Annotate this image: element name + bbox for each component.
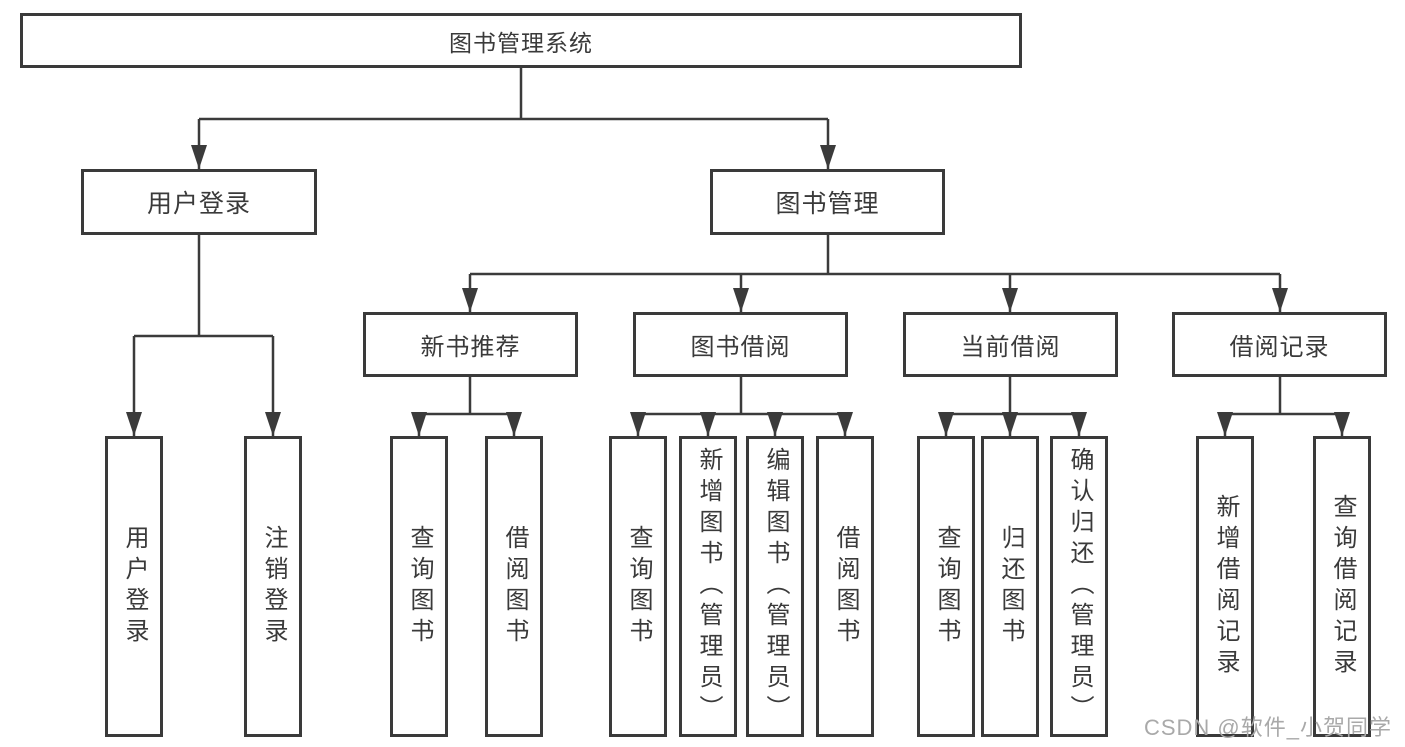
- node-label: 查询图书: [406, 524, 433, 649]
- node-book-management: 图书管理: [710, 169, 945, 235]
- node-label: 编辑图书（管理员）: [762, 447, 789, 726]
- node-search-books-1: 查询图书: [390, 436, 448, 737]
- node-search-borrow-record: 查询借阅记录: [1313, 436, 1371, 737]
- node-label: 用户登录: [146, 190, 251, 218]
- node-borrow-books-2: 借阅图书: [816, 436, 874, 737]
- node-label: 注销登录: [260, 524, 287, 649]
- node-book-borrowing: 图书借阅: [633, 312, 848, 377]
- node-logout: 注销登录: [244, 436, 302, 737]
- node-label: 图书管理: [775, 190, 880, 218]
- node-label: 借阅图书: [832, 524, 859, 649]
- node-return-books: 归还图书: [981, 436, 1039, 737]
- node-label: 图书管理系统: [449, 29, 593, 56]
- node-user-login: 用户登录: [81, 169, 317, 235]
- node-borrowing-records: 借阅记录: [1172, 312, 1387, 377]
- node-edit-books-admin: 编辑图书（管理员）: [746, 436, 804, 737]
- node-label: 确认归还（管理员）: [1066, 447, 1093, 726]
- node-borrow-books-1: 借阅图书: [485, 436, 543, 737]
- node-new-book-recommendation: 新书推荐: [363, 312, 578, 377]
- node-label: 新增图书（管理员）: [695, 447, 722, 726]
- node-add-borrow-record: 新增借阅记录: [1196, 436, 1254, 737]
- node-label: 用户登录: [121, 524, 148, 649]
- node-label: 归还图书: [997, 524, 1024, 649]
- node-label: 当前借阅: [960, 334, 1061, 361]
- node-label: 查询借阅记录: [1329, 493, 1356, 680]
- node-search-books-3: 查询图书: [917, 436, 975, 737]
- node-search-books-2: 查询图书: [609, 436, 667, 737]
- node-label: 借阅记录: [1229, 334, 1330, 361]
- node-label: 查询图书: [933, 524, 960, 649]
- node-confirm-return-admin: 确认归还（管理员）: [1050, 436, 1108, 737]
- node-label: 新增借阅记录: [1212, 493, 1239, 680]
- node-user-login-leaf: 用户登录: [105, 436, 163, 737]
- node-current-borrowing: 当前借阅: [903, 312, 1118, 377]
- node-library-management-system: 图书管理系统: [20, 13, 1022, 68]
- node-label: 查询图书: [625, 524, 652, 649]
- node-label: 图书借阅: [690, 334, 791, 361]
- node-label: 借阅图书: [501, 524, 528, 649]
- node-label: 新书推荐: [420, 334, 521, 361]
- node-add-books-admin: 新增图书（管理员）: [679, 436, 737, 737]
